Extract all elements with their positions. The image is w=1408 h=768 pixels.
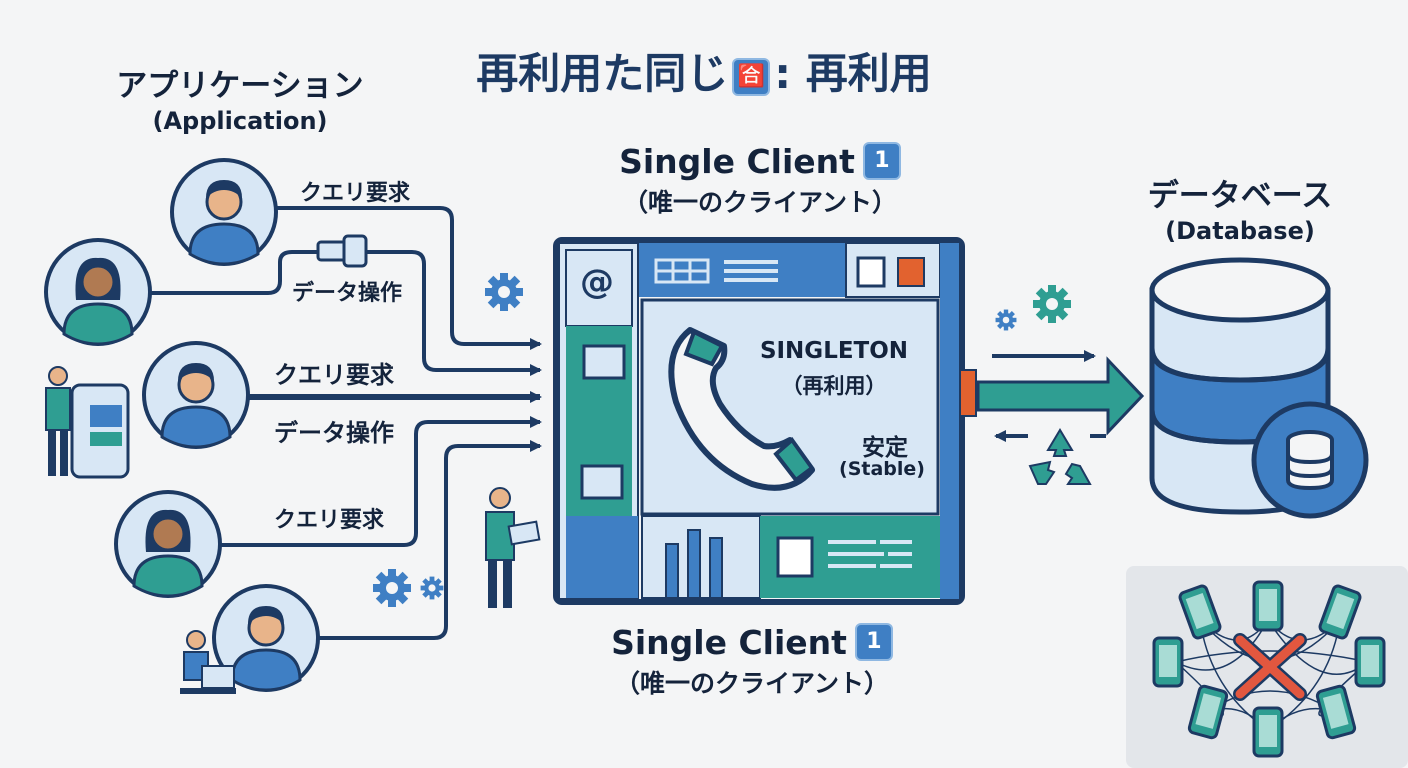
singleton-label: SINGLETON [759, 338, 909, 364]
application-label-jp: アプリケーション [116, 68, 364, 104]
client-top-badge: 1 [862, 142, 901, 180]
client-top-sub: （唯一のクライアント） [622, 188, 897, 217]
user-avatar-icon-2 [44, 238, 152, 346]
connection-label-4: データ操作 [274, 419, 394, 447]
connection-label-1: クエリ要求 [300, 181, 411, 206]
database-cylinder-icon [1149, 257, 1369, 519]
many-connections-crossed-icon [1126, 566, 1408, 768]
title-text-before: 再利用た同じ [476, 49, 729, 98]
recycle-icon [1028, 428, 1092, 485]
user-avatar-icon-4 [114, 490, 222, 598]
stable-label-en: (Stable) [839, 458, 925, 480]
client-bottom-sub: （唯一のクライアント） [614, 669, 889, 698]
connection-label-2: データ操作 [292, 281, 403, 306]
stable-label-jp: 安定 [862, 435, 908, 461]
singleton-client-box [553, 237, 977, 605]
user-avatar-icon-3 [142, 341, 250, 449]
client-top-label: Single Client [619, 142, 855, 181]
gear-icon-1 [485, 273, 523, 311]
at-sign-icon: @ [580, 262, 614, 302]
gear-icon-2 [373, 569, 411, 607]
title-badge-icon: 🈴 [732, 57, 771, 96]
person-with-tablet-icon [45, 366, 130, 479]
application-header: アプリケーション (Application) [90, 60, 390, 135]
person-with-laptop-icon [485, 487, 541, 608]
database-label-jp: データベース [1147, 178, 1333, 214]
connection-label-3: クエリ要求 [274, 361, 394, 389]
client-database-arrows [976, 350, 1145, 442]
database-label-en: (Database) [1165, 217, 1315, 245]
client-bottom-badge: 1 [854, 623, 893, 661]
person-with-laptop-icon-2 [180, 630, 236, 694]
gear-icon-5 [995, 309, 1017, 331]
application-label-en: (Application) [152, 107, 328, 135]
connection-label-5: クエリ要求 [274, 508, 385, 533]
user-avatar-icon-1 [170, 158, 278, 266]
singleton-sub-label: （再利用） [781, 374, 887, 398]
gear-icon-4 [1033, 285, 1071, 323]
client-bottom-label: Single Client [611, 623, 847, 662]
phone-handset-icon [668, 327, 815, 491]
connection-lines [150, 206, 542, 640]
page-title: 再利用た同じ🈴: 再利用 [0, 40, 1408, 101]
pipe-connector-icon [316, 234, 368, 268]
title-text-after: : 再利用 [774, 49, 932, 98]
database-header: データベース (Database) [1090, 170, 1390, 245]
gear-icon-3 [420, 576, 444, 600]
